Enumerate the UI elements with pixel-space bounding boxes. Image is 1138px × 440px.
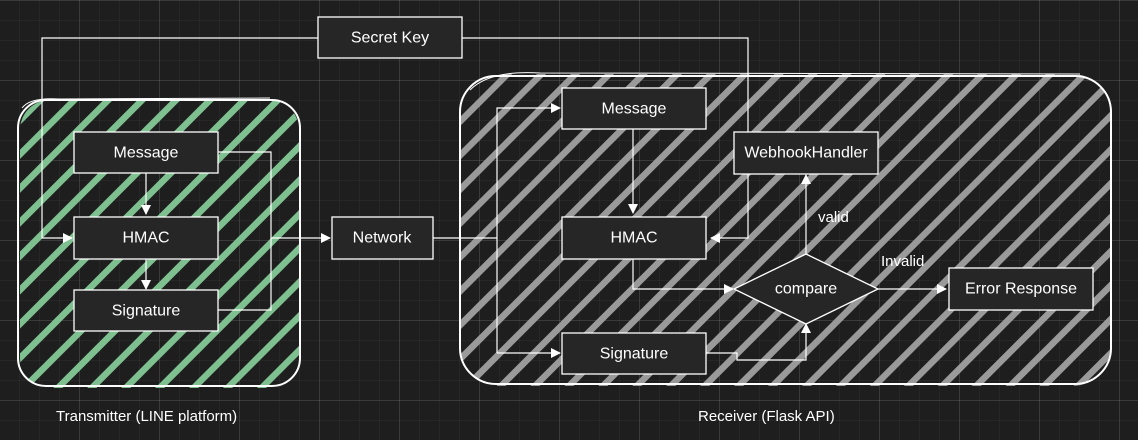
node-label: HMAC <box>122 230 169 247</box>
node-tx-hmac: HMAC <box>73 216 219 260</box>
node-rx-signature: Signature <box>561 332 707 375</box>
node-label: Message <box>114 145 179 162</box>
node-error-response: Error Response <box>948 267 1094 311</box>
node-rx-message: Message <box>561 87 707 130</box>
transmitter-caption: Transmitter (LINE platform) <box>56 408 238 425</box>
node-tx-signature: Signature <box>73 289 219 332</box>
edge-rx-signature-to-compare <box>706 323 811 361</box>
node-label: compare <box>775 281 837 298</box>
node-label: HMAC <box>610 230 657 247</box>
receiver-group <box>459 72 1112 386</box>
edges <box>41 37 947 361</box>
node-label: Error Response <box>965 281 1077 298</box>
node-label: Message <box>602 101 667 118</box>
edge-secretkey-to-tx-hmac <box>41 37 318 243</box>
node-label: Signature <box>112 303 181 320</box>
edge-tx-signature-to-network <box>218 238 272 311</box>
edge-label-valid: valid <box>818 209 849 226</box>
edge-tx-message-to-network <box>218 151 331 243</box>
node-tx-message: Message <box>73 131 219 174</box>
node-webhook-handler: WebhookHandler <box>733 131 879 175</box>
node-label: Network <box>353 230 413 247</box>
node-rx-hmac: HMAC <box>561 216 707 260</box>
node-label: WebhookHandler <box>744 145 868 162</box>
node-label: Signature <box>600 346 669 363</box>
node-label: Secret Key <box>351 30 429 47</box>
edge-label-invalid: Invalid <box>881 253 924 270</box>
node-secret-key: Secret Key <box>317 16 463 59</box>
edge-network-to-rx-message <box>496 103 561 353</box>
edge-rx-hmac-to-compare <box>632 258 734 294</box>
node-compare: compare <box>732 253 880 325</box>
receiver-caption: Receiver (Flask API) <box>698 408 835 425</box>
node-network: Network <box>331 216 434 260</box>
